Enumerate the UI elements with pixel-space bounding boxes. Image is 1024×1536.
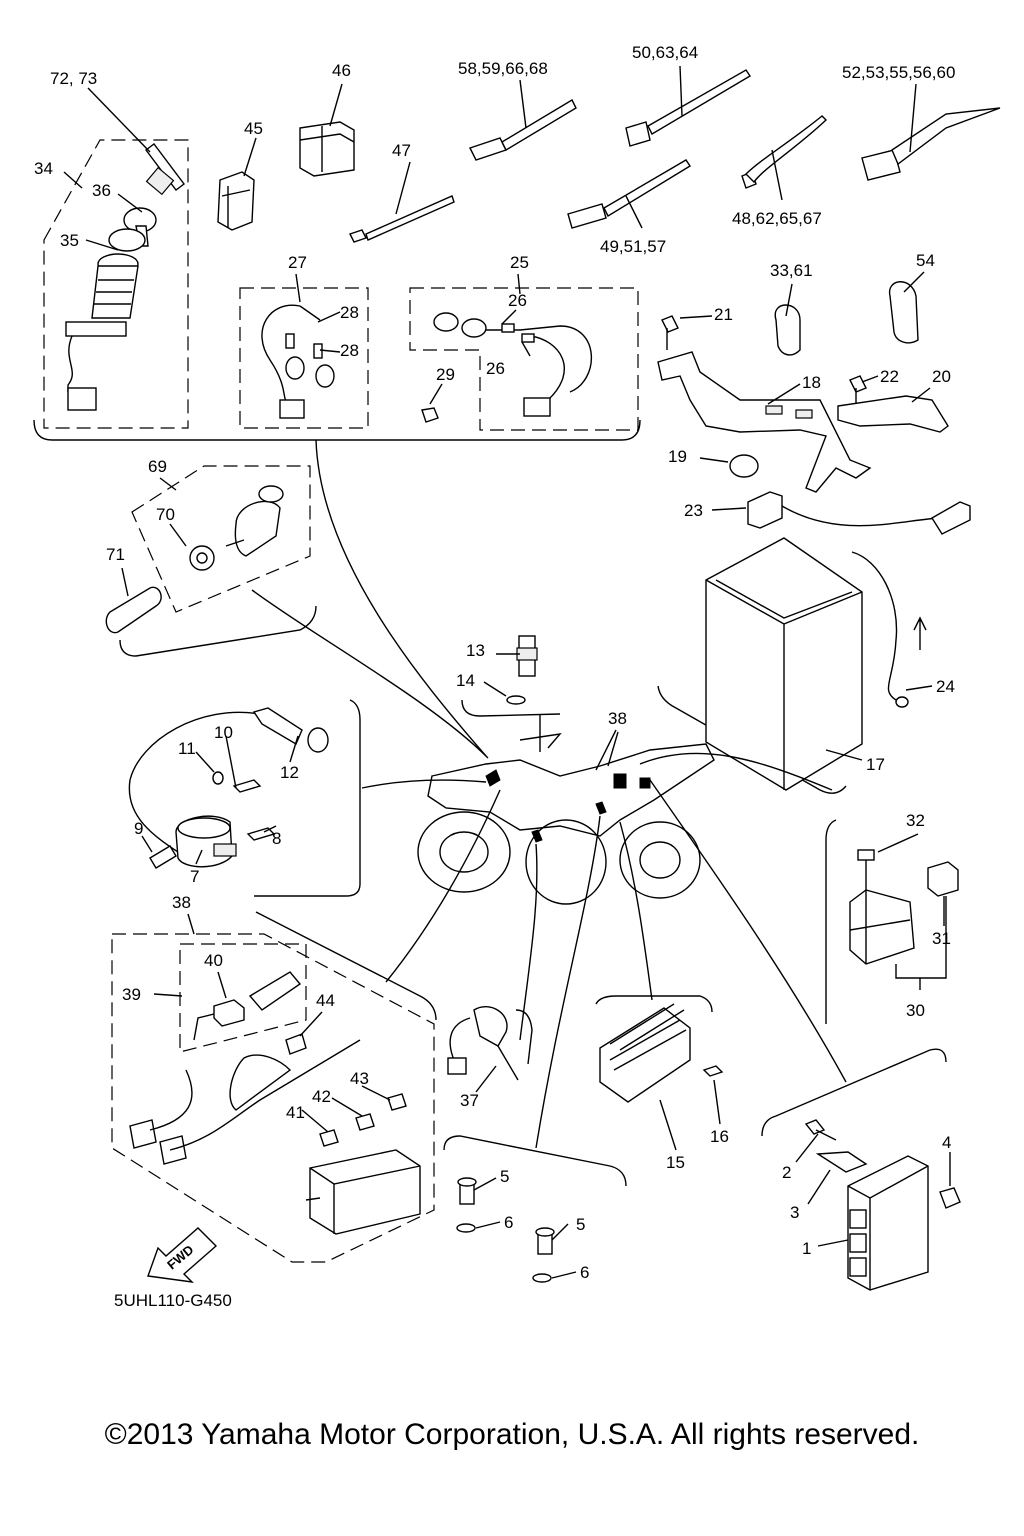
callout-42: 42 [312, 1087, 331, 1106]
callout-48-62-65-67: 48,62,65,67 [732, 209, 822, 228]
battery-group [657, 491, 971, 794]
callout-41: 41 [286, 1103, 305, 1122]
callout-14: 14 [456, 671, 475, 690]
connector-lines [251, 439, 847, 1149]
callout-25: 25 [510, 253, 529, 272]
callout-12: 12 [280, 763, 299, 782]
clamp-48 [741, 115, 828, 189]
clip-54 [889, 281, 919, 344]
clip-33 [774, 304, 801, 356]
callout-8: 8 [272, 829, 281, 848]
callout-22: 22 [880, 367, 899, 386]
callout-1: 1 [802, 1239, 811, 1258]
callout-36: 36 [92, 181, 111, 200]
callout-19: 19 [668, 447, 687, 466]
callout-5-top: 5 [500, 1167, 509, 1186]
callout-50-63-64: 50,63,64 [632, 43, 698, 62]
callout-70: 70 [156, 505, 175, 524]
callout-13: 13 [466, 641, 485, 660]
callout-38-top: 38 [608, 709, 627, 728]
callout-5-bottom: 5 [576, 1215, 585, 1234]
callout-32: 32 [906, 811, 925, 830]
callout-9: 9 [134, 819, 143, 838]
band-52 [861, 107, 1001, 181]
callout-28-bottom: 28 [340, 341, 359, 360]
callout-47: 47 [392, 141, 411, 160]
callout-69: 69 [148, 457, 167, 476]
callout-6-bottom: 6 [580, 1263, 589, 1282]
callout-71: 71 [106, 545, 125, 564]
callout-23: 23 [684, 501, 703, 520]
callout-40: 40 [204, 951, 223, 970]
callout-31: 31 [932, 929, 951, 948]
callout-26-top: 26 [508, 291, 527, 310]
callout-16: 16 [710, 1127, 729, 1146]
relay-46 [299, 121, 355, 177]
callout-72-73: 72, 73 [50, 69, 97, 88]
sensor-37 [447, 1005, 533, 1081]
callout-52-53-55-56-60: 52,53,55,56,60 [842, 63, 955, 82]
harness-25 [421, 312, 592, 423]
callout-34: 34 [34, 159, 53, 178]
callout-54: 54 [916, 251, 935, 270]
callout-46: 46 [332, 61, 351, 80]
callout-2: 2 [782, 1163, 791, 1182]
callout-35: 35 [60, 231, 79, 250]
callout-43: 43 [350, 1069, 369, 1088]
callout-17: 17 [866, 755, 885, 774]
callout-15: 15 [666, 1153, 685, 1172]
callout-10: 10 [214, 723, 233, 742]
callout-26-bottom: 26 [486, 359, 505, 378]
socket-group [105, 465, 317, 657]
fwd-arrow [147, 1227, 218, 1283]
callout-38-left: 38 [172, 893, 191, 912]
bracket-18 [657, 315, 949, 493]
callout-30: 30 [906, 1001, 925, 1020]
callout-28-top: 28 [340, 303, 359, 322]
callout-24: 24 [936, 677, 955, 696]
coupler-45 [217, 171, 255, 231]
top-group [33, 139, 641, 441]
callout-37: 37 [460, 1091, 479, 1110]
starter-relay [825, 819, 959, 1024]
callout-21: 21 [714, 305, 733, 324]
cable-tie-50 [625, 69, 751, 147]
callout-20: 20 [932, 367, 951, 386]
callout-44: 44 [316, 991, 335, 1010]
callout-27: 27 [288, 253, 307, 272]
main-switch [65, 143, 185, 411]
callout-labels: 72, 73 46 58,59,66,68 50,63,64 52,53,55,… [34, 43, 955, 1310]
sensor-13 [461, 635, 561, 717]
callout-18: 18 [802, 373, 821, 392]
cable-tie-49 [567, 159, 691, 229]
coil-group [128, 699, 361, 897]
callout-58-59-66-68: 58,59,66,68 [458, 59, 548, 78]
screws-group [443, 1135, 627, 1283]
cdi-unit [761, 1048, 961, 1291]
callout-33-61: 33,61 [770, 261, 813, 280]
atv-vehicle [417, 733, 715, 905]
callout-29: 29 [436, 365, 455, 384]
callout-11: 11 [178, 739, 196, 758]
callout-4: 4 [942, 1133, 951, 1152]
callout-6-top: 6 [504, 1213, 513, 1232]
harness-27 [261, 304, 335, 419]
cable-tie-47 [349, 195, 455, 243]
fuse-group [111, 911, 437, 1263]
callout-45: 45 [244, 119, 263, 138]
copyright-notice: ©2013 Yamaha Motor Corporation, U.S.A. A… [104, 1418, 920, 1451]
leader-lines [63, 65, 951, 1279]
callout-7: 7 [190, 867, 199, 886]
cable-tie-58 [469, 99, 577, 161]
parts-diagram: 72, 73 46 58,59,66,68 50,63,64 52,53,55,… [33, 43, 1001, 1310]
callout-39: 39 [122, 985, 141, 1004]
diagram-code: 5UHL110-G450 [114, 1291, 232, 1310]
callout-3: 3 [790, 1203, 799, 1222]
callout-49-51-57: 49,51,57 [600, 237, 666, 256]
rectifier [595, 995, 724, 1103]
